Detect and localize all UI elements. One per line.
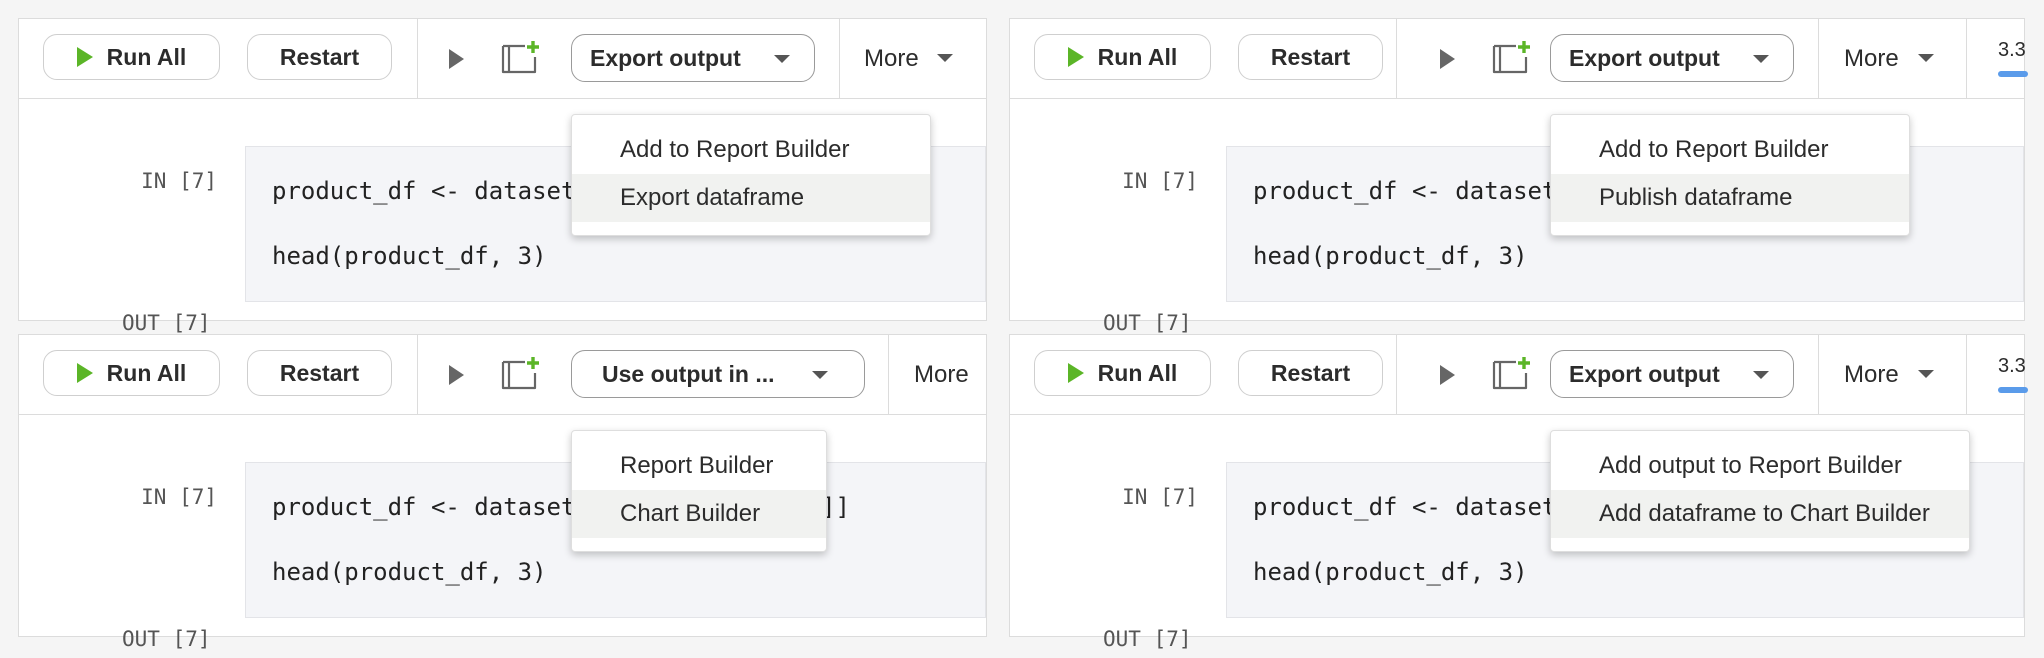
toolbar-divider bbox=[1966, 19, 1967, 98]
restart-button[interactable]: Restart bbox=[1238, 350, 1383, 396]
export-output-menu: Add to Report Builder Export dataframe bbox=[571, 114, 931, 236]
version-readout: 3.3 bbox=[1998, 355, 2026, 377]
restart-label: Restart bbox=[1270, 359, 1351, 386]
menu-item-report-builder[interactable]: Report Builder bbox=[620, 452, 774, 479]
run-all-label: Run All bbox=[106, 359, 187, 386]
cell-in-label: IN [7] bbox=[1122, 169, 1198, 193]
restart-button[interactable]: Restart bbox=[247, 350, 392, 396]
cell-in-label: IN [7] bbox=[141, 169, 217, 193]
toolbar-divider bbox=[417, 335, 418, 414]
cell-in-label: IN [7] bbox=[1122, 485, 1198, 509]
run-all-button[interactable]: Run All bbox=[1034, 350, 1211, 396]
more-menu-button[interactable]: More bbox=[1844, 361, 1899, 388]
version-readout: 3.3 bbox=[1998, 39, 2026, 61]
run-all-label: Run All bbox=[106, 43, 187, 70]
menu-item-add-dataframe-to-chart-builder[interactable]: Add dataframe to Chart Builder bbox=[1551, 490, 1969, 538]
toolbar-divider bbox=[1818, 335, 1819, 414]
restart-button[interactable]: Restart bbox=[1238, 34, 1383, 80]
run-all-label: Run All bbox=[1097, 359, 1178, 386]
cell-out-label: OUT [7] bbox=[1103, 311, 1192, 335]
run-all-button[interactable]: Run All bbox=[43, 34, 220, 80]
menu-item-export-dataframe[interactable]: Export dataframe bbox=[572, 174, 930, 222]
run-cell-icon[interactable] bbox=[1440, 49, 1455, 69]
chevron-down-icon bbox=[1918, 54, 1934, 62]
play-icon bbox=[76, 363, 93, 383]
use-output-dropdown[interactable]: Use output in ... bbox=[571, 350, 865, 398]
add-cell-icon[interactable] bbox=[1492, 355, 1534, 391]
export-output-menu: Add output to Report Builder Add datafra… bbox=[1550, 430, 1970, 552]
run-all-button[interactable]: Run All bbox=[43, 350, 220, 396]
menu-item-chart-builder[interactable]: Chart Builder bbox=[572, 490, 826, 538]
add-cell-icon[interactable] bbox=[1492, 39, 1534, 75]
restart-label: Restart bbox=[1270, 43, 1351, 70]
run-cell-icon[interactable] bbox=[449, 365, 464, 385]
toolbar-divider bbox=[1396, 19, 1397, 98]
code-line: head(product_df, 3) bbox=[272, 242, 547, 270]
chevron-down-icon bbox=[937, 54, 953, 62]
add-cell-icon[interactable] bbox=[501, 39, 543, 75]
notebook-panel-3: Run All Restart Use output in ... More I… bbox=[18, 334, 987, 651]
play-icon bbox=[1067, 47, 1084, 67]
export-output-label: Export output bbox=[1569, 360, 1720, 387]
cell-toolbar: Run All Restart Use output in ... More bbox=[19, 335, 986, 415]
chevron-down-icon bbox=[812, 371, 828, 379]
chevron-down-icon bbox=[1753, 55, 1769, 63]
menu-item-publish-dataframe[interactable]: Publish dataframe bbox=[1551, 174, 1909, 222]
run-cell-icon[interactable] bbox=[449, 49, 464, 69]
cell-out-label: OUT [7] bbox=[122, 627, 211, 651]
cell-toolbar: Run All Restart Export output More bbox=[19, 19, 986, 99]
restart-label: Restart bbox=[279, 43, 360, 70]
toolbar-divider bbox=[1818, 19, 1819, 98]
run-all-label: Run All bbox=[1097, 43, 1178, 70]
cell-toolbar: Run All Restart Export output More 3.3 bbox=[1010, 335, 2028, 415]
cell-in-label: IN [7] bbox=[141, 485, 217, 509]
toolbar-divider bbox=[1396, 335, 1397, 414]
more-menu-button[interactable]: More bbox=[864, 45, 919, 72]
run-cell-icon[interactable] bbox=[1440, 365, 1455, 385]
chevron-down-icon bbox=[1753, 371, 1769, 379]
restart-label: Restart bbox=[279, 359, 360, 386]
add-cell-icon[interactable] bbox=[501, 355, 543, 391]
code-line: head(product_df, 3) bbox=[1253, 558, 1528, 586]
notebook-panel-1: Run All Restart Export output More IN [7… bbox=[18, 18, 987, 335]
cell-out-label: OUT [7] bbox=[1103, 627, 1192, 651]
play-icon bbox=[1067, 363, 1084, 383]
menu-item-add-output-to-report-builder[interactable]: Add output to Report Builder bbox=[1599, 452, 1902, 479]
run-all-button[interactable]: Run All bbox=[1034, 34, 1211, 80]
code-line: head(product_df, 3) bbox=[1253, 242, 1528, 270]
export-output-dropdown[interactable]: Export output bbox=[1550, 34, 1794, 82]
more-menu-button[interactable]: More bbox=[1844, 45, 1899, 72]
chevron-down-icon bbox=[1918, 370, 1934, 378]
play-icon bbox=[76, 47, 93, 67]
restart-button[interactable]: Restart bbox=[247, 34, 392, 80]
export-output-label: Export output bbox=[590, 44, 741, 71]
notebook-panel-2: Run All Restart Export output More 3.3 I… bbox=[1009, 18, 2028, 335]
export-output-label: Export output bbox=[1569, 44, 1720, 71]
toolbar-divider bbox=[1966, 335, 1967, 414]
code-line: head(product_df, 3) bbox=[272, 558, 547, 586]
progress-bar bbox=[1998, 71, 2028, 77]
progress-bar bbox=[1998, 387, 2028, 393]
menu-item-add-to-report-builder[interactable]: Add to Report Builder bbox=[620, 136, 850, 163]
use-output-label: Use output in ... bbox=[602, 360, 775, 387]
toolbar-divider bbox=[839, 19, 840, 98]
toolbar-divider bbox=[417, 19, 418, 98]
export-output-menu: Add to Report Builder Publish dataframe bbox=[1550, 114, 1910, 236]
cell-out-label: OUT [7] bbox=[122, 311, 211, 335]
use-output-menu: Report Builder Chart Builder bbox=[571, 430, 827, 552]
cell-toolbar: Run All Restart Export output More 3.3 bbox=[1010, 19, 2028, 99]
notebook-panel-4: Run All Restart Export output More 3.3 I… bbox=[1009, 334, 2028, 651]
export-output-dropdown[interactable]: Export output bbox=[571, 34, 815, 82]
menu-item-add-to-report-builder[interactable]: Add to Report Builder bbox=[1599, 136, 1829, 163]
toolbar-divider bbox=[888, 335, 889, 414]
more-menu-button[interactable]: More bbox=[914, 361, 969, 388]
chevron-down-icon bbox=[774, 55, 790, 63]
export-output-dropdown[interactable]: Export output bbox=[1550, 350, 1794, 398]
